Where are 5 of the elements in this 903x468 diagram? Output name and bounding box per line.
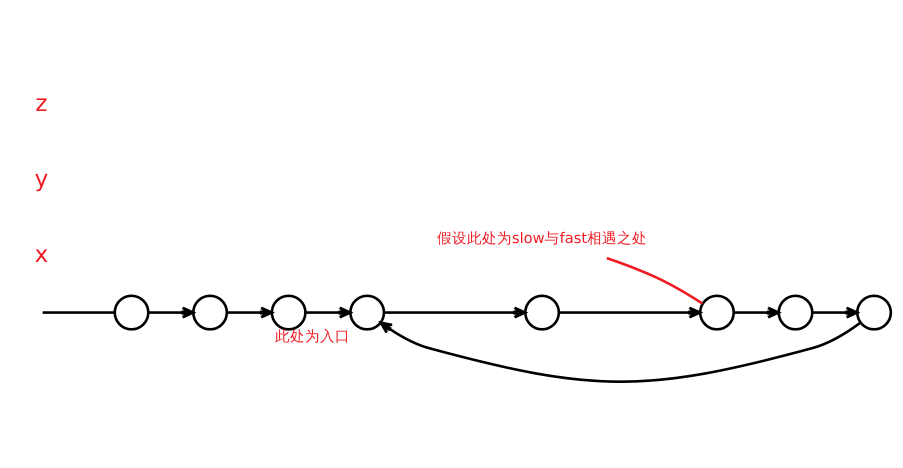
label: x — [34, 242, 48, 268]
node-text: 假设此处为slow与fast相遇之处 — [436, 230, 647, 248]
label: z — [34, 91, 48, 118]
label: y — [34, 166, 48, 192]
node-label: 此处为入口 — [274, 328, 350, 346]
